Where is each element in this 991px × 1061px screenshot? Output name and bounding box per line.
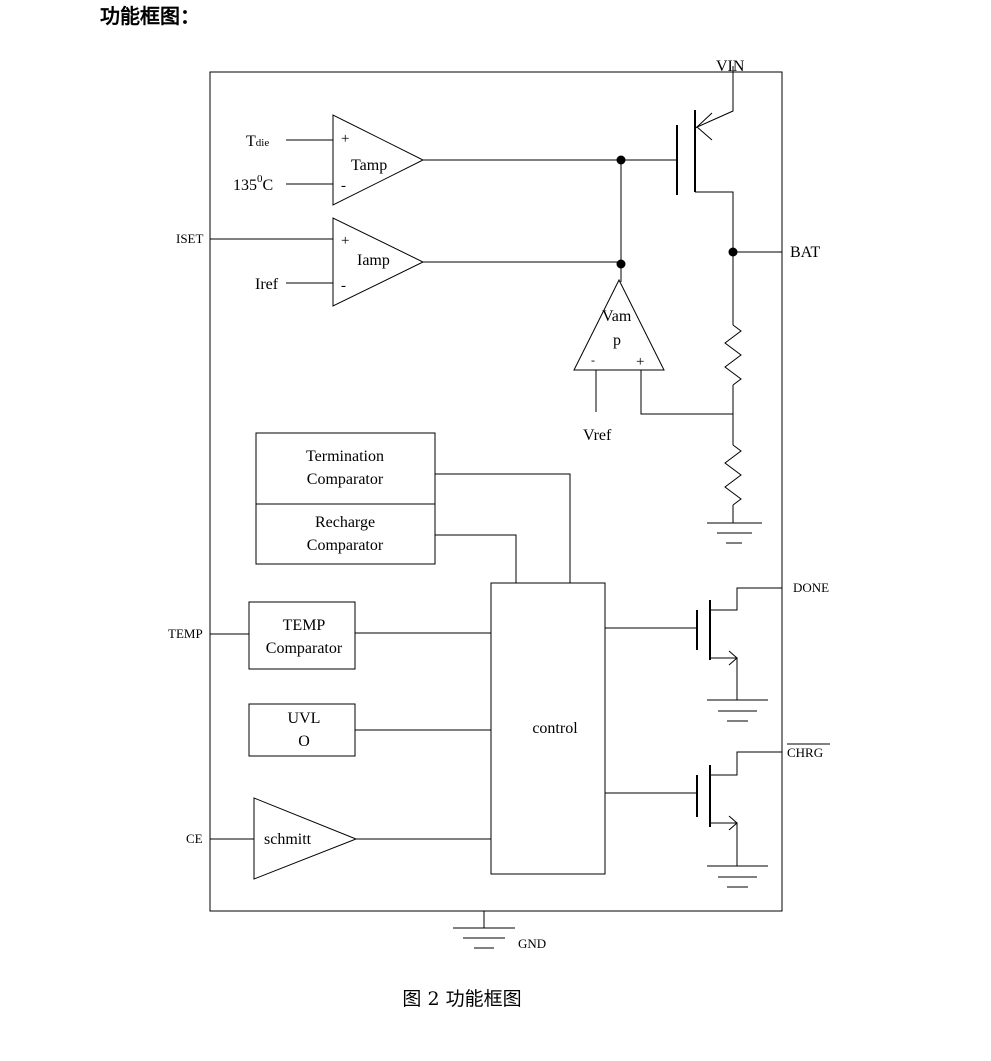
tdie-label: Tdie — [246, 133, 269, 150]
svg-text:-: - — [341, 278, 346, 294]
pin-iset: ISET — [176, 231, 204, 246]
uvlo-block — [248, 703, 356, 757]
temp-comp-line2: Comparator — [266, 640, 343, 657]
pin-bat: BAT — [790, 244, 820, 261]
vref-label: Vref — [583, 427, 612, 444]
tamp-amplifier: + - Tamp — [332, 114, 425, 206]
pin-vin: VIN — [716, 58, 745, 75]
svg-text:p: p — [613, 332, 621, 349]
schmitt-label: schmitt — [264, 831, 312, 848]
temp-135c-label: 1350C — [233, 173, 273, 194]
uvlo-line2: O — [298, 733, 310, 750]
done-nmos-transistor — [696, 587, 782, 700]
svg-text:+: + — [341, 233, 349, 249]
resistor-upper — [724, 324, 742, 386]
vamp-amplifier: Vam p - + — [573, 278, 665, 371]
svg-text:+: + — [636, 354, 644, 370]
recharge-to-control-wire — [435, 534, 517, 583]
figure-caption: 图 2 功能框图 — [402, 988, 522, 1010]
control-block — [490, 582, 606, 875]
svg-text:-: - — [591, 353, 595, 367]
chrg-nmos-transistor — [696, 751, 782, 866]
chip-outline — [209, 71, 783, 912]
tamp-label: Tamp — [351, 157, 387, 174]
iamp-label: Iamp — [357, 252, 390, 269]
recharge-comparator-block — [255, 503, 436, 565]
recharge-line2: Comparator — [307, 537, 384, 554]
temp-comparator-block — [248, 601, 356, 670]
temp-comp-line1: TEMP — [283, 617, 326, 634]
pin-done: DONE — [793, 580, 829, 595]
termination-line2: Comparator — [307, 471, 384, 488]
svg-text:+: + — [341, 131, 349, 147]
pin-chrg: CHRG — [787, 745, 823, 760]
ground-symbol — [707, 699, 768, 722]
junction-dot — [616, 155, 626, 165]
svg-text:Vam: Vam — [602, 308, 632, 325]
feedback-wire — [640, 370, 733, 415]
termination-to-control-wire — [435, 473, 571, 583]
termination-comparator-block — [255, 432, 436, 505]
pin-temp: TEMP — [168, 626, 203, 641]
iref-label: Iref — [255, 276, 279, 293]
iamp-amplifier: + - Iamp — [332, 217, 425, 307]
ground-symbol — [707, 865, 768, 888]
recharge-line1: Recharge — [315, 514, 375, 531]
svg-text:-: - — [341, 178, 346, 194]
pin-gnd: GND — [518, 936, 546, 951]
pin-ce: CE — [186, 831, 203, 846]
ground-symbol — [707, 522, 762, 544]
junction-dot — [616, 259, 626, 269]
termination-line1: Termination — [306, 448, 384, 465]
pmos-transistor — [676, 72, 734, 252]
ground-symbol — [453, 927, 515, 949]
resistor-lower — [724, 444, 742, 506]
control-label: control — [532, 720, 578, 737]
uvlo-line1: UVL — [288, 710, 321, 727]
schmitt-trigger — [253, 797, 358, 880]
section-heading: 功能框图： — [100, 4, 200, 28]
